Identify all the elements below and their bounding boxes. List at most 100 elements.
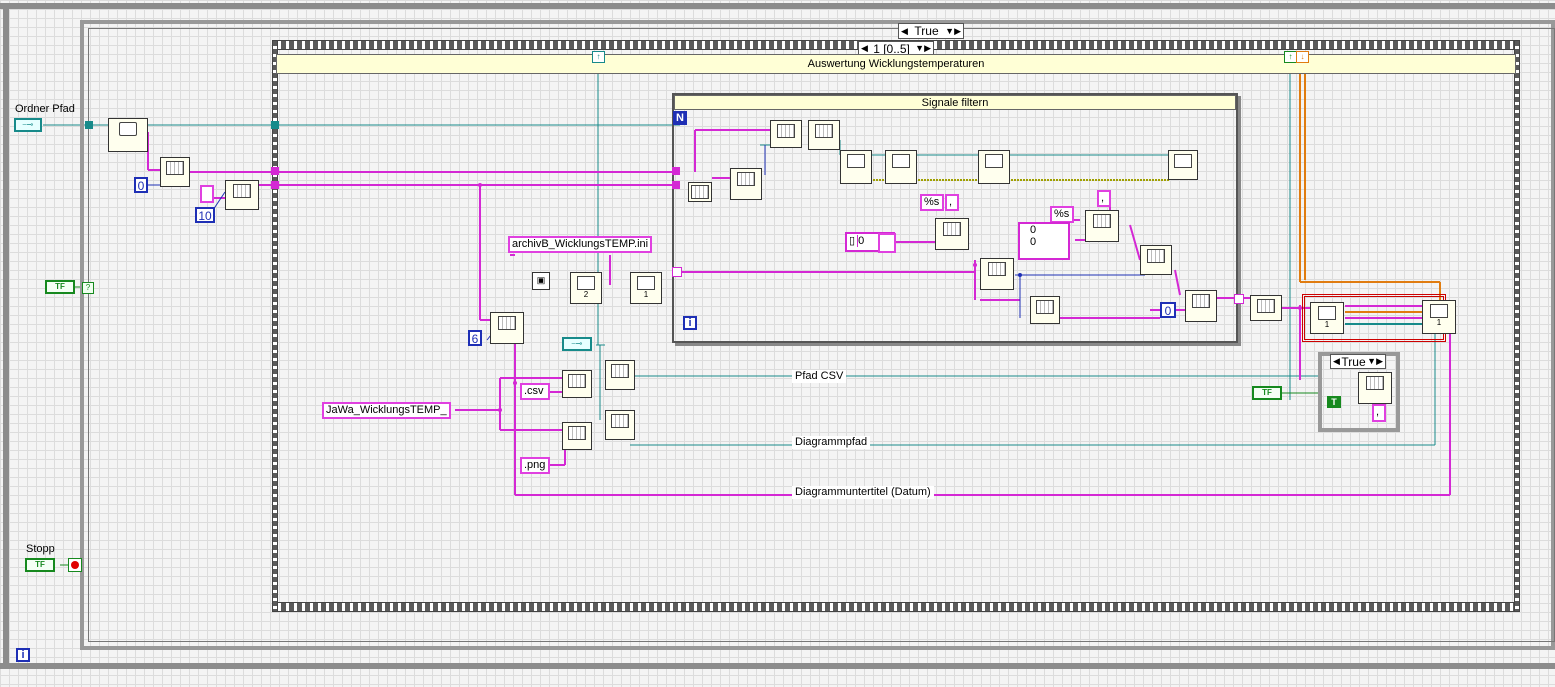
transpose-array-node[interactable] xyxy=(1250,295,1282,321)
subvi-icon-3 xyxy=(1318,306,1336,320)
case-selector-terminal-icon: ? xyxy=(82,282,94,294)
build-path-png-node[interactable] xyxy=(605,410,635,440)
spreadsheet-string-node-2[interactable] xyxy=(1085,210,1119,242)
string-icon xyxy=(691,185,709,199)
search-split-node[interactable] xyxy=(730,168,762,200)
read-text-node[interactable] xyxy=(885,150,917,184)
boolean-control-1[interactable]: TF xyxy=(45,280,75,294)
build-path-csv-node[interactable] xyxy=(605,360,635,390)
constant-zero-end[interactable]: 0 xyxy=(1160,302,1176,318)
match-pattern-node[interactable] xyxy=(225,180,259,210)
sequence-local-down-icon: ↓ xyxy=(1296,51,1309,63)
path-constant[interactable]: ⎯⊸ xyxy=(562,337,592,351)
split-string-node[interactable] xyxy=(490,312,524,344)
format-string-2[interactable]: %s xyxy=(1050,206,1074,223)
format-string-1[interactable]: %s xyxy=(920,194,944,211)
subvi-1-node[interactable]: 1 xyxy=(630,272,662,304)
comma-constant-1[interactable]: , xyxy=(945,194,959,211)
string-array-element[interactable] xyxy=(878,233,896,253)
write-text-node[interactable] xyxy=(978,150,1010,184)
subvi-icon xyxy=(577,276,595,290)
replace-array-icon xyxy=(1192,294,1210,308)
tunnel-string-1 xyxy=(271,167,279,175)
split-icon xyxy=(737,172,755,186)
open-file-node[interactable] xyxy=(840,150,872,184)
concat-string-png-node[interactable] xyxy=(562,422,592,450)
string-length-node[interactable] xyxy=(688,182,712,202)
ini-file-constant[interactable]: archivB_WicklungsTEMP.ini xyxy=(508,236,653,253)
string-function-icon xyxy=(233,184,251,198)
stopp-button-control[interactable]: TF xyxy=(25,558,55,572)
format-into-string-node[interactable] xyxy=(1358,372,1392,404)
constant-zero-1[interactable]: 0 xyxy=(134,177,148,193)
file-close-icon xyxy=(1174,154,1192,168)
prev-frame-icon[interactable]: ◀ xyxy=(861,43,868,53)
csv-constant[interactable]: .csv xyxy=(520,383,550,400)
tunnel-string-2 xyxy=(271,181,279,189)
array-index-node-loop[interactable] xyxy=(770,120,802,148)
loop-tunnel-1 xyxy=(672,167,680,175)
wire-label-untertitel: Diagrammuntertitel (Datum) xyxy=(792,486,934,499)
concat-string-csv-node[interactable] xyxy=(562,370,592,398)
spreadsheet-icon xyxy=(943,222,961,236)
build-array-node[interactable] xyxy=(1140,245,1172,275)
replace-array-node[interactable] xyxy=(1185,290,1217,322)
inner-case-selector[interactable]: ◀True▼▶ xyxy=(1330,354,1386,369)
inner-dropdown-icon[interactable]: ▼▶ xyxy=(1367,356,1383,366)
tunnel-path-seq xyxy=(271,121,279,129)
file-read-icon xyxy=(892,154,910,168)
png-constant[interactable]: .png xyxy=(520,457,550,474)
constant-six[interactable]: 6 xyxy=(468,330,482,346)
edit-string-icon xyxy=(1366,376,1384,390)
file-open-icon xyxy=(847,154,865,168)
build-path-loop-node[interactable] xyxy=(808,120,840,150)
array-icon xyxy=(777,124,795,138)
list-folder-node[interactable] xyxy=(108,118,148,152)
diagram-subvi-node[interactable]: 1 xyxy=(1422,300,1456,334)
string-constant-empty[interactable] xyxy=(200,185,214,203)
prefix-constant[interactable]: JaWa_WicklungsTEMP_ xyxy=(322,402,451,419)
index-array-node-2[interactable] xyxy=(1030,296,1060,324)
folder-icon xyxy=(119,122,137,136)
while-loop-border-top xyxy=(0,3,1555,9)
while-loop-border-left xyxy=(3,3,9,669)
build-array-icon xyxy=(1147,249,1165,263)
constant-ten[interactable]: 10 xyxy=(195,207,215,223)
inner-prev-icon[interactable]: ◀ xyxy=(1333,356,1340,366)
true-constant[interactable]: T xyxy=(1327,396,1341,408)
subvi-2-node[interactable]: 2 xyxy=(570,272,602,304)
write-csv-subvi-node[interactable]: 1 xyxy=(1310,302,1344,334)
sequence-local-up-icon: ↑ xyxy=(592,51,605,63)
sequence-border-right xyxy=(1514,40,1520,612)
build-path-icon-2 xyxy=(611,414,629,428)
transpose-icon xyxy=(1257,299,1275,313)
array-index-display: ▯ xyxy=(847,235,859,247)
loop-count-n-icon: N xyxy=(673,111,687,125)
split-filter-node[interactable] xyxy=(980,258,1014,290)
frame-dropdown-icon[interactable]: ▼▶ xyxy=(915,43,931,53)
tunnel-path xyxy=(85,121,93,129)
close-file-node[interactable] xyxy=(1168,150,1198,180)
wire-label-diagrammpfad: Diagrammpfad xyxy=(792,436,871,449)
string-split-icon xyxy=(498,316,516,330)
stop-condition-icon xyxy=(68,558,82,572)
spreadsheet-icon-2 xyxy=(1093,214,1111,228)
build-path-icon xyxy=(611,364,629,378)
filter-icon xyxy=(988,262,1006,276)
comma-constant-3[interactable]: , xyxy=(1372,404,1386,422)
selector-prev-icon[interactable]: ◀ xyxy=(901,25,908,36)
outer-case-selector[interactable]: ◀True▼▶ xyxy=(898,23,964,39)
array-to-spreadsheet-node[interactable] xyxy=(935,218,969,250)
ordner-pfad-control[interactable]: ⎯⊸ xyxy=(14,118,42,132)
selector-dropdown-icon[interactable]: ▼▶ xyxy=(945,25,961,36)
boolean-control-2[interactable]: TF xyxy=(1252,386,1282,400)
loop-iteration-i-icon: i xyxy=(683,316,697,330)
loop-tunnel-3 xyxy=(672,267,682,277)
while-loop-iteration-i-icon: i xyxy=(16,648,30,662)
index-array-node[interactable] xyxy=(160,157,190,187)
comma-constant-2[interactable]: , xyxy=(1097,190,1111,207)
file-ref-icon: ▣ xyxy=(532,272,550,290)
concat-icon xyxy=(568,374,586,388)
